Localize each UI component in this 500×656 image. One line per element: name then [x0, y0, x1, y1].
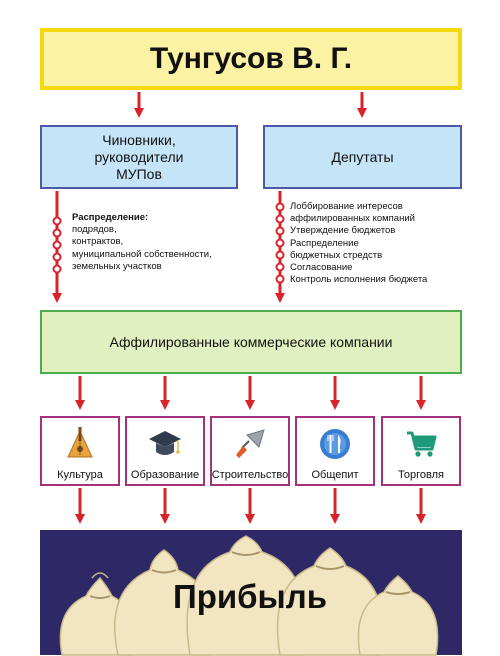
bullet-dot	[52, 264, 62, 274]
shopping-cart-icon	[407, 431, 437, 457]
sector-culture: Культура	[40, 416, 120, 486]
sector-education: Образование	[125, 416, 205, 486]
deputy-action-line: бюджетных стредств	[290, 249, 383, 261]
affiliated-label: Аффилированные коммерческие компании	[109, 334, 393, 350]
bullet-dot	[275, 250, 285, 260]
distribution-item: контрактов,	[72, 236, 124, 248]
sector-label: Культура	[57, 469, 103, 481]
deputy-action-line: Распределение	[290, 237, 359, 249]
bullet-dot	[275, 202, 285, 212]
affiliated-companies-box: Аффилированные коммерческие компании	[40, 310, 462, 374]
deputies-box: Депутаты	[263, 125, 462, 189]
bullet-dot	[275, 226, 285, 236]
bullet-dot	[275, 274, 285, 284]
fork-knife-icon	[320, 429, 350, 459]
distribution-list: Распределение: подрядов, контрактов, мун…	[72, 212, 212, 273]
bullet-dot	[52, 216, 62, 226]
bullet-dot	[275, 238, 285, 248]
officials-label-line: Чиновники,	[102, 131, 176, 148]
profit-label: Прибыль	[173, 578, 327, 615]
money-bag-icon	[276, 547, 384, 656]
deputies-label: Депутаты	[331, 148, 394, 165]
title-text: Тунгусов В. Г.	[149, 42, 353, 75]
distribution-item: подрядов,	[72, 224, 117, 236]
sector-construction: Строительство	[210, 416, 290, 486]
deputy-action-line: Согласование	[290, 262, 353, 274]
distribution-item: земельных участков	[72, 260, 162, 272]
deputy-action-line: аффилированных компаний	[290, 213, 415, 225]
bullet-dot	[52, 252, 62, 262]
bullet-dot	[275, 262, 285, 272]
balalaika-icon	[67, 427, 93, 458]
bullet-dot	[52, 240, 62, 250]
sector-catering: Общепит	[295, 416, 375, 486]
title-box: Тунгусов В. Г.	[40, 28, 462, 90]
distribution-item: муниципальной собственности,	[72, 248, 212, 260]
officials-label-line: МУПов	[116, 165, 162, 182]
money-bag-icon	[357, 575, 439, 656]
bullet-dot	[52, 228, 62, 238]
sector-label: Общепит	[311, 469, 359, 481]
sector-label: Торговля	[398, 469, 444, 481]
deputy-action-line: Утверждение бюджетов	[290, 225, 396, 237]
graduation-cap-icon	[149, 431, 181, 455]
sector-label: Строительство	[211, 469, 289, 481]
officials-box: Чиновники, руководители МУПов	[40, 125, 238, 189]
money-bags	[59, 535, 439, 656]
trowel-icon	[236, 429, 265, 458]
sector-trade: Торговля	[381, 416, 461, 486]
deputy-actions-list: Лоббирование интересов аффилированных ко…	[290, 201, 427, 286]
deputy-action-line: Контроль исполнения бюджета	[290, 274, 428, 286]
sector-label: Образование	[130, 469, 200, 481]
distribution-heading: Распределение:	[72, 212, 149, 223]
officials-label-line: руководители	[94, 148, 184, 165]
bullet-dot	[275, 214, 285, 224]
deputy-action-line: Лоббирование интересов	[290, 201, 403, 212]
